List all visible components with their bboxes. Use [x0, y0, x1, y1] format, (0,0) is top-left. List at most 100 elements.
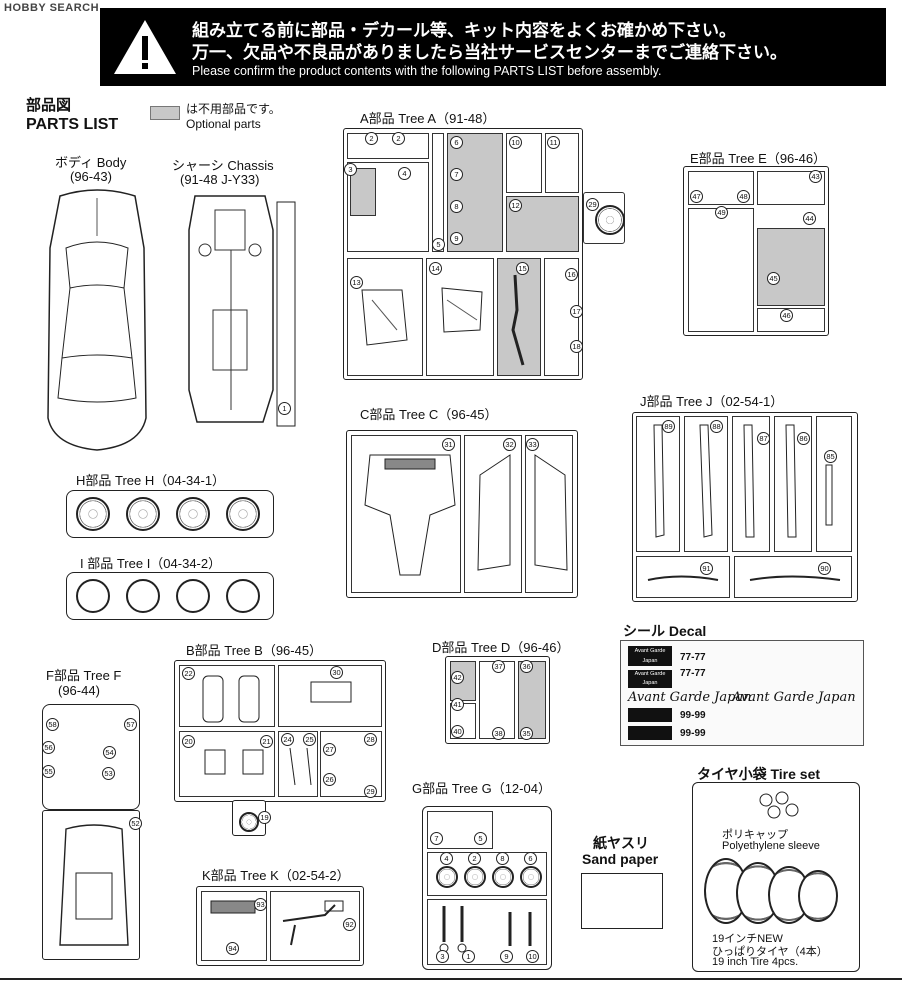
- tree-c-cell: [464, 435, 522, 593]
- tree-k-parts-drawing: [210, 900, 344, 946]
- part-num: 40: [451, 725, 464, 738]
- part-num: 1: [278, 402, 291, 415]
- part-num: 10: [526, 950, 539, 963]
- tire-label-jp2: ひっぱりタイヤ（4本）: [712, 946, 828, 958]
- body-code: (96-43): [70, 169, 112, 184]
- part-num: 21: [260, 735, 273, 748]
- rim-part: [176, 579, 210, 613]
- chassis-title: シャーシ Chassis: [172, 158, 274, 173]
- part-num: 24: [281, 733, 294, 746]
- tree-d-gray-cell: [518, 661, 546, 739]
- part-num: 1: [462, 950, 475, 963]
- part-num: 31: [442, 438, 455, 451]
- part-num: 88: [710, 420, 723, 433]
- decal-logo-2: Avant Garde Japan: [628, 670, 672, 688]
- decal-title: シール Decal: [623, 623, 707, 639]
- hood-panel-drawing: [59, 824, 129, 946]
- part-num: 10: [509, 136, 522, 149]
- part-num: 48: [737, 190, 750, 203]
- tree-k-cell: [270, 891, 360, 961]
- part-num: 16: [565, 268, 578, 281]
- part-num: 29: [364, 785, 377, 798]
- part-num: 5: [474, 832, 487, 845]
- tree-a-gray-part: [350, 168, 376, 216]
- tree-g-title: G部品 Tree G（12-04）: [412, 781, 551, 796]
- tree-e-cell: [688, 208, 754, 332]
- part-num: 4: [440, 852, 453, 865]
- tree-j-cell: [684, 416, 728, 552]
- part-num: 3: [344, 163, 357, 176]
- decal-plate-4: 99-99: [680, 728, 706, 739]
- warning-banner: 組み立てる前に部品・デカール等、キット内容をよくお確かめ下さい。 万一、欠品や不…: [100, 8, 886, 86]
- tire: [798, 870, 838, 922]
- part-num: 7: [430, 832, 443, 845]
- part-num: 86: [797, 432, 810, 445]
- chassis-code: (91-48 J-Y33): [180, 172, 260, 187]
- part-num: 19: [258, 811, 271, 824]
- part-num: 85: [824, 450, 837, 463]
- sandpaper-sheet: [581, 873, 663, 929]
- part-num: 12: [509, 199, 522, 212]
- decal-script-text-2: Avant Garde Japan: [732, 690, 856, 705]
- part-num: 2: [392, 132, 405, 145]
- decal-logo-1: Avant Garde Japan: [628, 646, 672, 666]
- brake-disc: [520, 866, 542, 888]
- tree-a-title: A部品 Tree A（91-48）: [360, 111, 496, 126]
- part-num: 15: [516, 262, 529, 275]
- part-num: 32: [503, 438, 516, 451]
- rim-part: [76, 579, 110, 613]
- tree-d-gray-cell: [450, 661, 476, 701]
- sandpaper-title-jp: 紙ヤスリ: [593, 835, 649, 851]
- wheel-part: [126, 497, 160, 531]
- wheel-part: [176, 497, 210, 531]
- tree-f-title: F部品 Tree F: [46, 668, 122, 683]
- brake-disc: [492, 866, 514, 888]
- part-num: 89: [662, 420, 675, 433]
- decal-plate-2: 77-77: [680, 668, 706, 679]
- part-num: 13: [350, 276, 363, 289]
- part-num: 90: [818, 562, 831, 575]
- part-num: 42: [451, 671, 464, 684]
- decal-black-strip: [628, 708, 672, 722]
- part-num: 94: [226, 942, 239, 955]
- rim-part: [226, 579, 260, 613]
- part-num: 29: [586, 198, 599, 211]
- parts-list-title-en: PARTS LIST: [26, 116, 119, 133]
- part-num: 58: [46, 718, 59, 731]
- part-num: 7: [450, 168, 463, 181]
- part-19: [239, 812, 259, 832]
- wheel-part: [76, 497, 110, 531]
- tire-set-title: タイヤ小袋 Tire set: [697, 766, 821, 782]
- part-num: 93: [254, 898, 267, 911]
- part-29-wheel: [595, 205, 625, 235]
- part-num: 28: [364, 733, 377, 746]
- part-num: 91: [700, 562, 713, 575]
- part-num: 27: [323, 743, 336, 756]
- sandpaper-title-en: Sand paper: [582, 851, 659, 867]
- part-num: 53: [102, 767, 115, 780]
- tree-e-gray-cell: [757, 228, 825, 306]
- rim-part: [126, 579, 160, 613]
- tree-d-title: D部品 Tree D（96-46）: [432, 640, 570, 655]
- part-num: 11: [547, 136, 560, 149]
- side-skirts-drawing: [647, 424, 841, 581]
- part-num: 43: [809, 170, 822, 183]
- part-num: 41: [451, 698, 464, 711]
- tree-a-cell: [432, 133, 444, 252]
- part-num: 44: [803, 212, 816, 225]
- tree-b-cell: [278, 665, 382, 727]
- tree-h-title: H部品 Tree H（04-34-1）: [76, 473, 226, 488]
- part-num: 25: [303, 733, 316, 746]
- warning-jp-line1: 組み立てる前に部品・デカール等、キット内容をよくお確かめ下さい。: [192, 21, 736, 40]
- page-divider: [0, 978, 902, 980]
- tire-label-en: 19 inch Tire 4pcs.: [712, 956, 799, 968]
- tree-i-title: I 部品 Tree I（04-34-2）: [80, 556, 222, 571]
- part-num: 14: [429, 262, 442, 275]
- tree-a-cell: [347, 133, 429, 159]
- optional-legend-jp: は不用部品です。: [186, 102, 281, 116]
- tree-j-cell: [816, 416, 852, 552]
- part-num: 17: [570, 305, 583, 318]
- tree-d-cell: [479, 661, 515, 739]
- part-num: 26: [323, 773, 336, 786]
- tree-a-exhaust-drawing: [511, 274, 525, 366]
